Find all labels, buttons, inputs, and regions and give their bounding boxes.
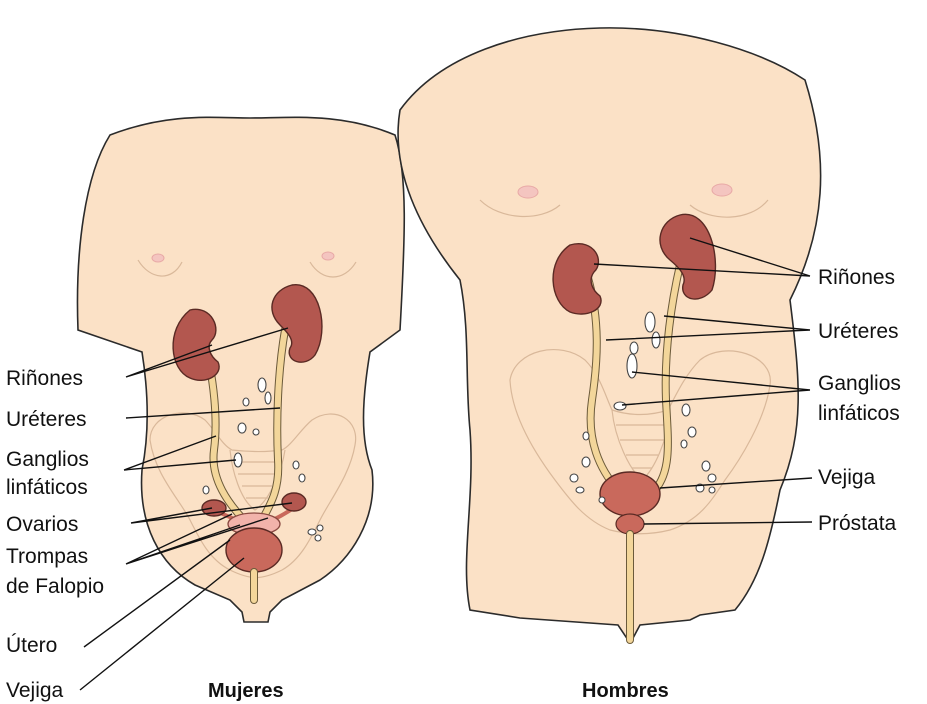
female-ovary-right xyxy=(282,493,306,511)
label-female-tubes-1: Trompas xyxy=(6,545,88,568)
label-male-prostate: Próstata xyxy=(818,512,897,535)
label-male-ureters: Uréteres xyxy=(818,320,899,343)
label-female-kidneys: Riñones xyxy=(6,367,83,390)
label-male-lymph-nodes-1: Ganglios xyxy=(818,372,901,395)
label-female-lymph-nodes-2: linfáticos xyxy=(6,476,88,499)
male-figure xyxy=(398,28,821,640)
male-torso xyxy=(398,28,821,640)
male-bladder xyxy=(600,472,660,516)
female-nipple-left xyxy=(152,254,164,262)
female-figure xyxy=(77,117,404,622)
male-nipple-left xyxy=(518,186,538,198)
label-female-ovaries: Ovarios xyxy=(6,513,78,536)
caption-male: Hombres xyxy=(582,680,669,702)
label-male-bladder: Vejiga xyxy=(818,466,876,489)
female-nipple-right xyxy=(322,252,334,260)
male-nipple-right xyxy=(712,184,732,196)
label-male-kidneys: Riñones xyxy=(818,266,895,289)
label-female-ureters: Uréteres xyxy=(6,408,87,431)
label-male-lymph-nodes-2: linfáticos xyxy=(818,402,900,425)
label-female-uterus: Útero xyxy=(6,634,57,657)
label-female-bladder: Vejiga xyxy=(6,679,64,702)
label-female-lymph-nodes-1: Ganglios xyxy=(6,448,89,471)
label-female-tubes-2: de Falopio xyxy=(6,575,104,598)
caption-female: Mujeres xyxy=(208,680,284,702)
